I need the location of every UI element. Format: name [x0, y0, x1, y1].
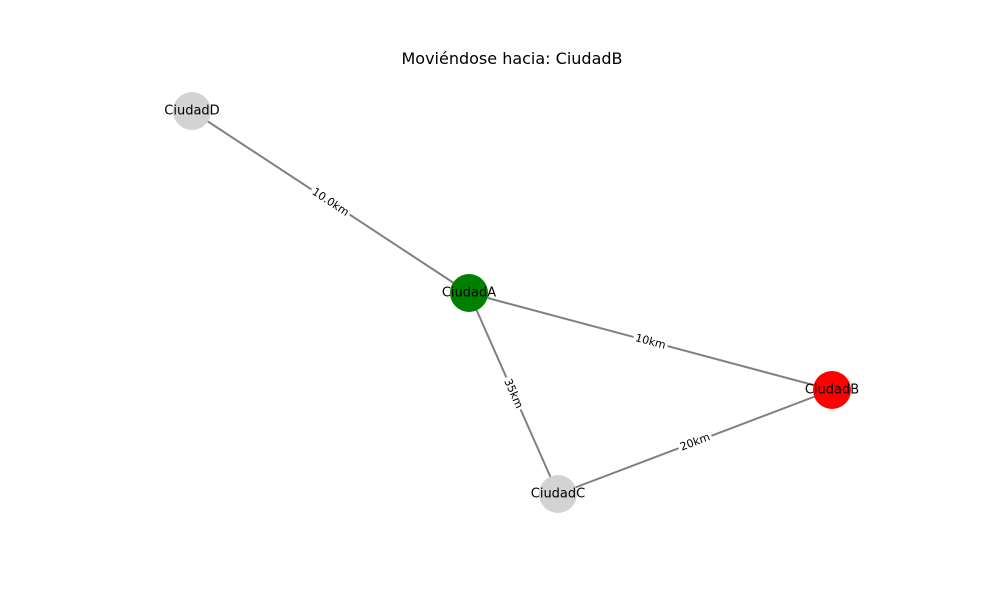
node-label-ciudadd: CiudadD: [164, 104, 219, 119]
node-ciudadd: [173, 92, 211, 130]
labels-layer: 10.0km 10km 35km 20km CiudadA CiudadB CiudadC C…: [164, 104, 859, 502]
edge-label-group: 10.0km: [307, 184, 354, 220]
edge-label: 10.0km: [310, 185, 352, 219]
node-ciudadb: [813, 371, 851, 409]
node-label-ciudada: CiudadA: [442, 286, 496, 301]
edge-label-group: 20km: [676, 429, 714, 455]
edge-label: 10km: [634, 331, 667, 352]
edge-label-group: 35km: [500, 374, 527, 413]
edge-label-group: 10km: [631, 330, 670, 353]
node-ciudadc: [539, 475, 577, 513]
node-label-ciudadb: CiudadB: [805, 383, 859, 398]
graph-title: Moviéndose hacia: CiudadB: [401, 49, 622, 68]
nodes-layer: [173, 92, 851, 513]
node-label-ciudadc: CiudadC: [531, 487, 585, 502]
node-ciudada: [450, 274, 488, 312]
edge-label-background: [307, 184, 354, 220]
edge-label: 35km: [501, 377, 525, 411]
edge-label-background: [631, 330, 670, 353]
edges-layer: [191, 110, 833, 495]
edge-label: 20km: [678, 430, 712, 453]
edge-label-background: [500, 374, 527, 413]
edge-label-background: [676, 429, 714, 455]
